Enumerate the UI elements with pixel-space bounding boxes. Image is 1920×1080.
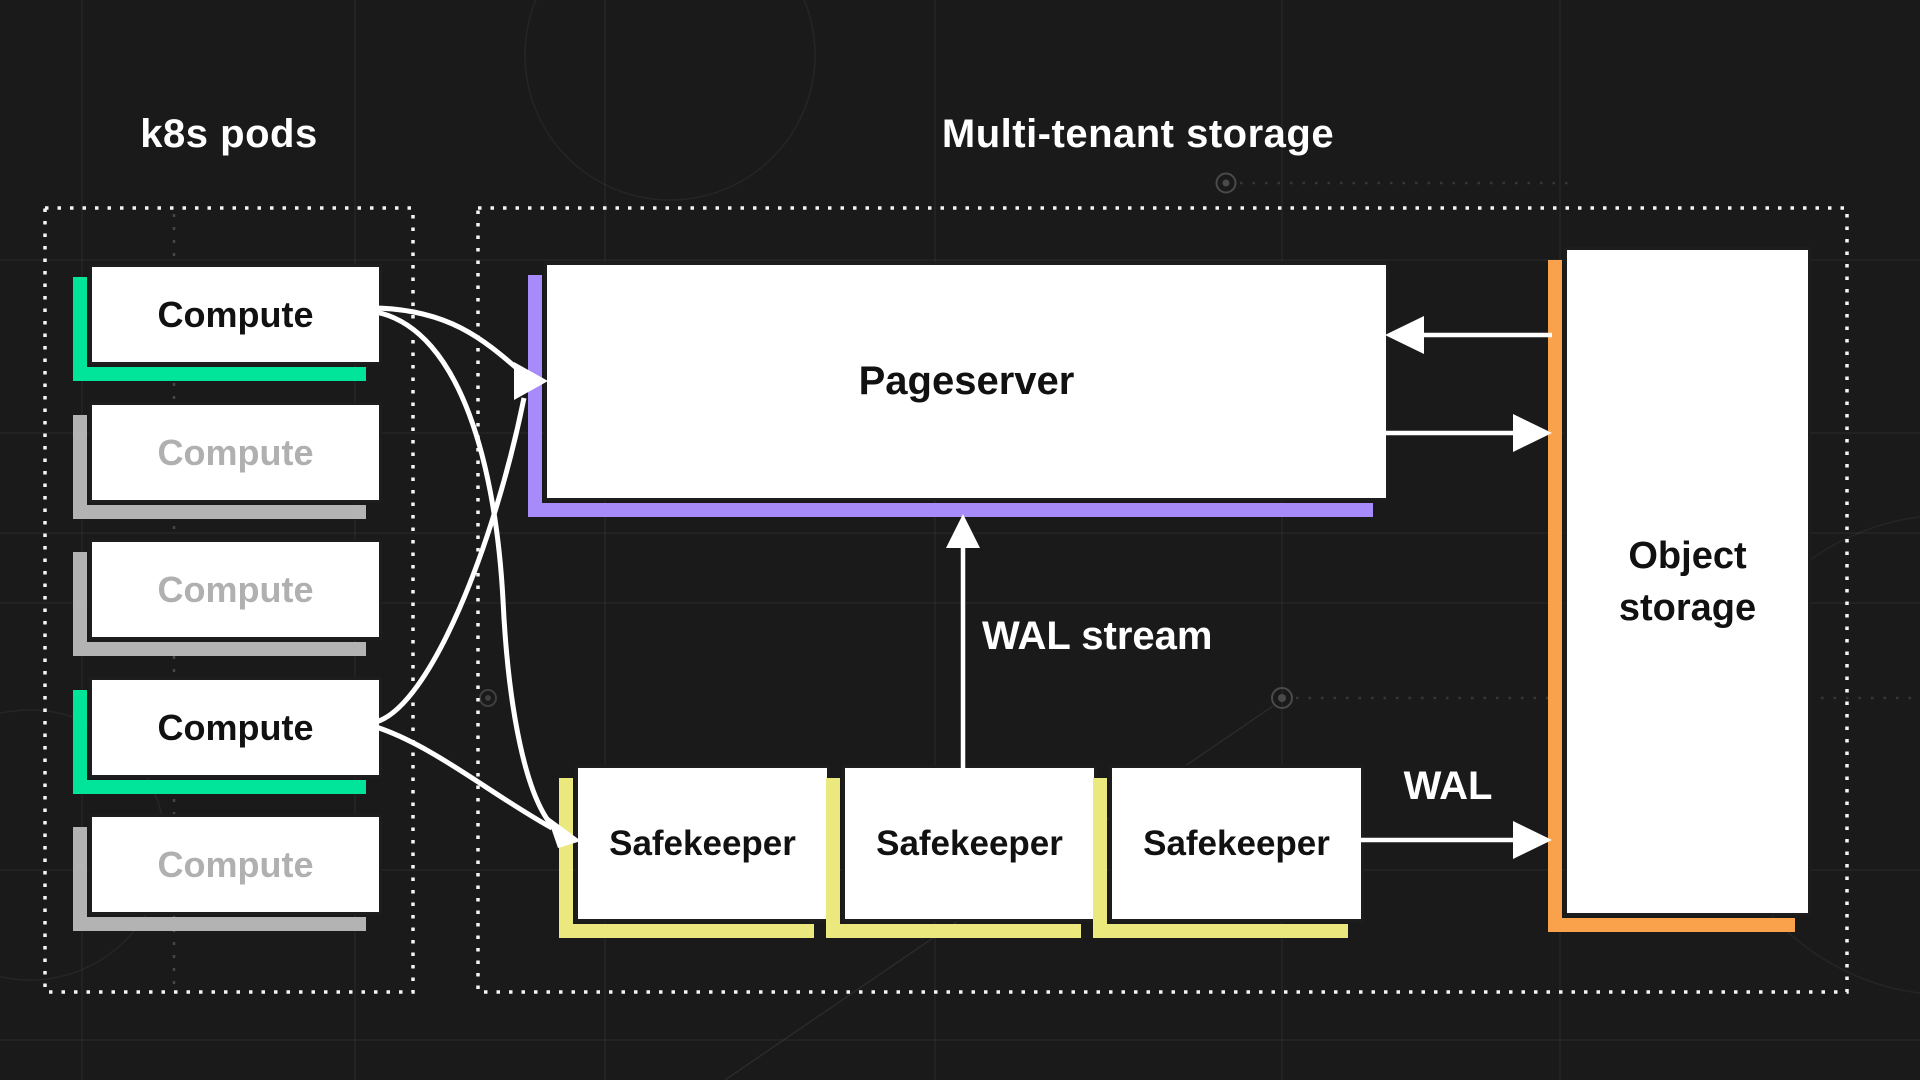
compute-node-label: Compute [157,293,314,335]
pageserver-label: Pageserver [858,359,1075,403]
safekeeper-label: Safekeeper [1143,823,1330,863]
compute-node-1: Compute [73,264,382,381]
safekeeper-node-2: Safekeeper [826,765,1097,938]
k8s-pods-title: k8s pods [140,112,318,156]
compute-node-5: Compute [73,814,382,931]
compute-node-label: Compute [157,431,314,473]
compute-node-label: Compute [157,568,314,610]
arrowhead-into-pageserver [514,362,548,400]
arrowhead-into-objectstorage-top [1513,414,1552,452]
arrowhead-into-pageserver-right [1385,316,1424,354]
arrow-compute4-to-pageserver [375,397,527,725]
safekeeper-node-3: Safekeeper [1093,765,1364,938]
wal-stream-arrowhead [946,514,980,548]
arrow-compute1-to-pageserver [375,305,522,373]
compute-node-4: Compute [73,677,382,794]
compute-node-2: Compute [73,402,382,519]
arrowhead-into-safekeeper [547,816,581,848]
arrow-compute4-to-safekeeper [375,724,554,831]
compute-node-label: Compute [157,706,314,748]
arrow-compute1-to-safekeeper [375,309,558,832]
object-storage-node: Object storage [1548,247,1811,932]
storage-title: Multi-tenant storage [941,112,1335,156]
wal-label: WAL [1403,764,1493,808]
decorative-node-circles [479,172,1293,709]
safekeeper-label: Safekeeper [876,823,1063,863]
storage-container-border [476,206,1849,994]
object-storage-label: Object storage [1618,534,1757,629]
pageserver-node: Pageserver [528,262,1389,517]
compute-node-3: Compute [73,539,382,656]
wal-stream-label: WAL stream [982,614,1213,658]
arrowhead-into-objectstorage-wal [1513,821,1552,859]
safekeeper-node-1: Safekeeper [559,765,830,938]
safekeeper-label: Safekeeper [609,823,796,863]
compute-node-label: Compute [157,843,314,885]
